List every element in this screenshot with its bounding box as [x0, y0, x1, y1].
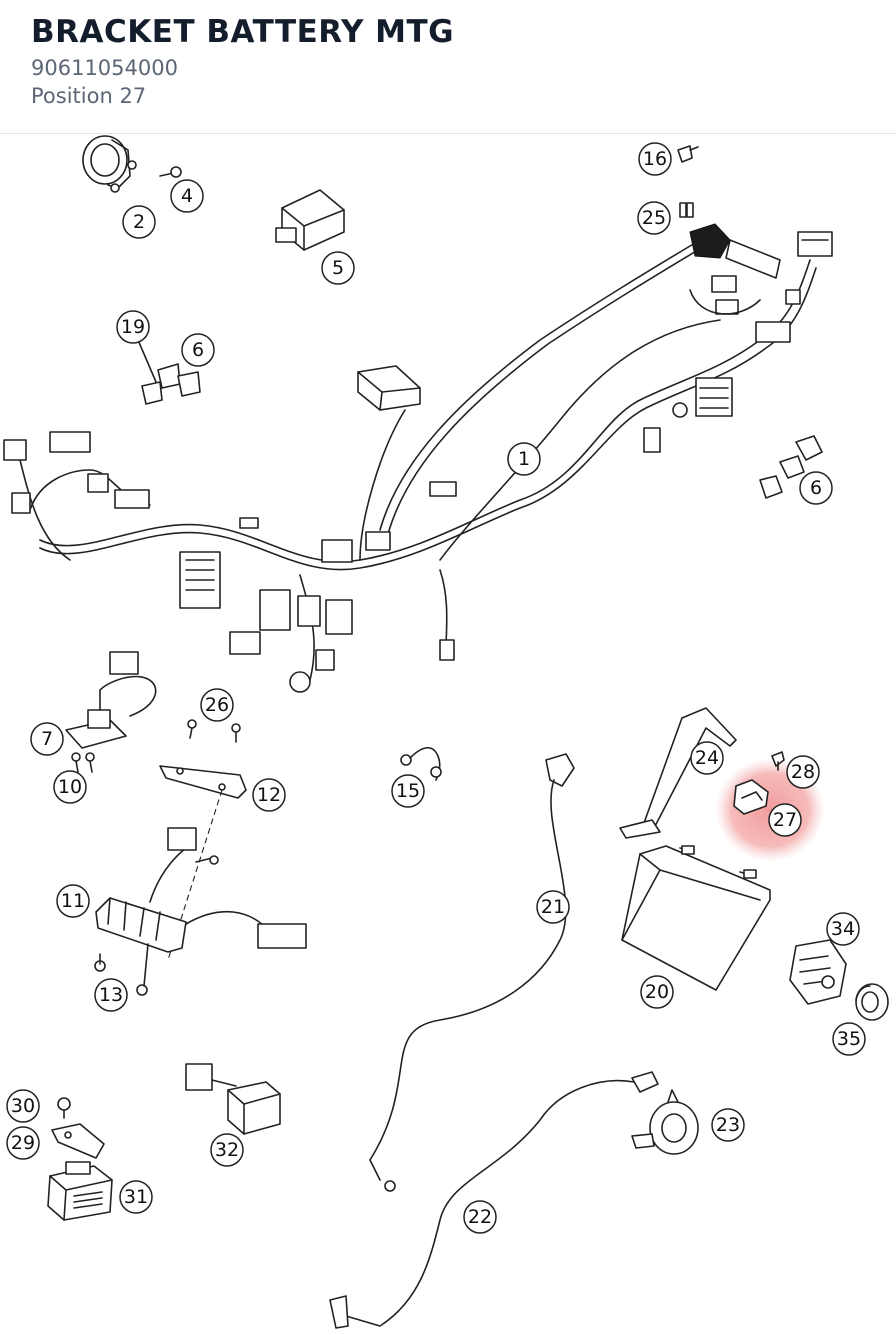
part-number: 90611054000	[31, 56, 178, 80]
callout-29[interactable]: 29	[6, 1126, 40, 1160]
part-12-plate[interactable]	[159, 765, 247, 961]
part-24-battery-strap[interactable]	[619, 707, 737, 839]
callout-5[interactable]: 5	[321, 251, 355, 285]
part-4-screw[interactable]	[159, 166, 182, 178]
part-13-screws[interactable]	[94, 943, 149, 996]
svg-text:6: 6	[192, 339, 204, 361]
callout-30[interactable]: 30	[6, 1089, 40, 1123]
callout-11[interactable]: 11	[56, 884, 90, 918]
part-21-battery-cable[interactable]	[369, 753, 575, 1192]
part-35-grommet[interactable]	[855, 983, 889, 1021]
callout-16[interactable]: 16	[638, 142, 672, 176]
svg-text:13: 13	[99, 984, 123, 1006]
callout-31[interactable]: 31	[119, 1180, 153, 1214]
callout-35[interactable]: 35	[832, 1022, 866, 1056]
svg-text:29: 29	[11, 1132, 35, 1154]
svg-text:27: 27	[773, 809, 797, 831]
part-30-screw[interactable]	[57, 1097, 71, 1119]
callout-1[interactable]: 1	[507, 442, 541, 476]
svg-text:22: 22	[468, 1206, 492, 1228]
callout-6-right[interactable]: 6	[799, 471, 833, 505]
svg-text:26: 26	[205, 694, 229, 716]
callout-28[interactable]: 28	[786, 755, 820, 789]
callout-21[interactable]: 21	[536, 890, 570, 924]
part-20-battery[interactable]	[621, 845, 771, 991]
svg-text:25: 25	[642, 207, 666, 229]
part-22-cable[interactable]	[329, 1071, 659, 1329]
svg-text:12: 12	[257, 784, 281, 806]
exploded-parts-diagram: 2 4 5 16 25 19 6 1 6 7 26 10 12 15 24 28…	[0, 135, 896, 1335]
part-15-ground-wire[interactable]	[400, 747, 442, 781]
svg-text:4: 4	[181, 185, 193, 207]
part-34-connector[interactable]	[789, 939, 847, 1005]
callout-2[interactable]: 2	[122, 205, 156, 239]
part-5-relay[interactable]	[275, 189, 345, 251]
callout-23[interactable]: 23	[711, 1108, 745, 1142]
callout-6-left[interactable]: 6	[181, 333, 215, 367]
svg-text:30: 30	[11, 1095, 35, 1117]
part-16-clip[interactable]	[677, 145, 699, 163]
part-11-regulator[interactable]	[95, 827, 307, 953]
svg-text:5: 5	[332, 257, 344, 279]
callout-15[interactable]: 15	[391, 774, 425, 808]
part-28-screw[interactable]	[771, 751, 785, 771]
position-label: Position 27	[31, 84, 147, 108]
part-31-module[interactable]	[47, 1161, 113, 1221]
callout-34[interactable]: 34	[826, 912, 860, 946]
callout-27[interactable]: 27	[768, 803, 802, 837]
callout-19[interactable]: 19	[116, 310, 150, 344]
part-29-bracket[interactable]	[51, 1123, 105, 1159]
part-26-screws[interactable]	[187, 719, 241, 743]
svg-text:10: 10	[58, 776, 82, 798]
callout-12[interactable]: 12	[252, 778, 286, 812]
svg-text:24: 24	[695, 747, 719, 769]
svg-text:15: 15	[396, 780, 420, 802]
callout-20[interactable]: 20	[640, 975, 674, 1009]
part-23-horn[interactable]	[631, 1089, 699, 1155]
svg-text:19: 19	[121, 316, 145, 338]
svg-text:21: 21	[541, 896, 565, 918]
part-27-bracket-battery-mtg[interactable]	[733, 779, 769, 815]
svg-text:28: 28	[791, 761, 815, 783]
callout-10[interactable]: 10	[53, 770, 87, 804]
svg-text:7: 7	[41, 728, 53, 750]
callout-13[interactable]: 13	[94, 978, 128, 1012]
svg-text:16: 16	[643, 148, 667, 170]
svg-text:23: 23	[716, 1114, 740, 1136]
svg-text:34: 34	[831, 918, 855, 940]
part-2-horn[interactable]	[82, 135, 137, 193]
svg-text:2: 2	[133, 211, 145, 233]
page-header: BRACKET BATTERY MTG 90611054000 Position…	[0, 0, 896, 134]
part-25-fuse[interactable]	[679, 202, 694, 218]
part-7-sensor[interactable]	[65, 651, 157, 749]
svg-text:35: 35	[837, 1028, 861, 1050]
callout-24[interactable]: 24	[690, 741, 724, 775]
callout-7[interactable]: 7	[30, 722, 64, 756]
part-6-connectors-right[interactable]	[759, 435, 823, 499]
svg-text:1: 1	[518, 448, 530, 470]
part-1-wiring-harness[interactable]	[3, 223, 833, 693]
svg-text:32: 32	[215, 1139, 239, 1161]
part-19-fuse-holder[interactable]	[137, 339, 201, 405]
svg-text:6: 6	[810, 477, 822, 499]
page-title: BRACKET BATTERY MTG	[31, 14, 455, 50]
callout-22[interactable]: 22	[463, 1200, 497, 1234]
svg-text:31: 31	[124, 1186, 148, 1208]
callout-32[interactable]: 32	[210, 1133, 244, 1167]
part-32-relay[interactable]	[185, 1063, 281, 1135]
part-10-screws[interactable]	[71, 752, 95, 773]
callout-25[interactable]: 25	[637, 201, 671, 235]
svg-text:20: 20	[645, 981, 669, 1003]
callout-4[interactable]: 4	[170, 179, 204, 213]
callout-26[interactable]: 26	[200, 688, 234, 722]
svg-text:11: 11	[61, 890, 85, 912]
